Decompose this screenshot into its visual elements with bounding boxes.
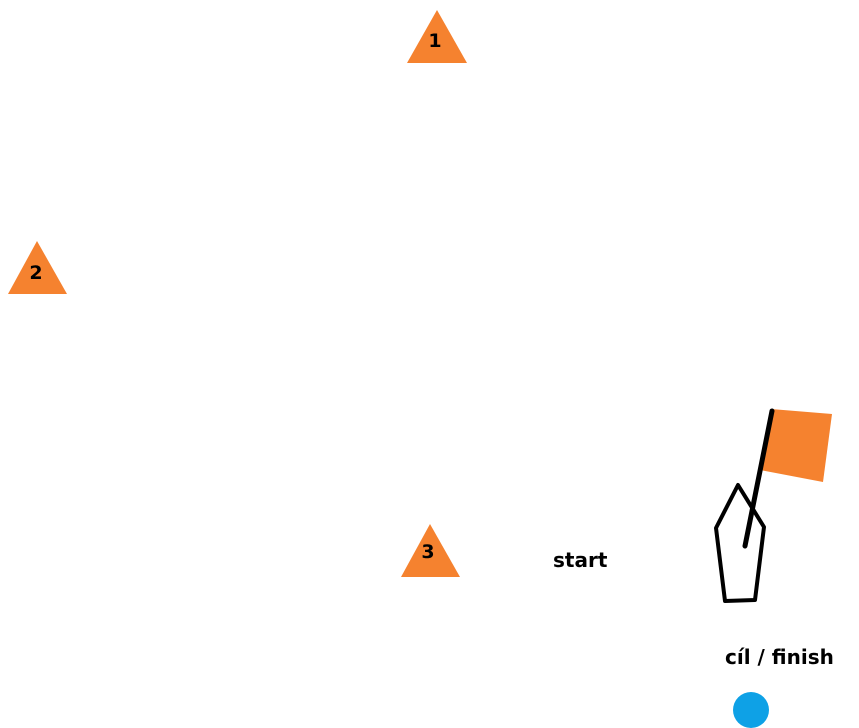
finish-circle-icon xyxy=(733,692,769,728)
boat-icon xyxy=(716,485,764,601)
mark-1: 1 xyxy=(407,10,467,63)
mark-3: 3 xyxy=(401,524,460,577)
start-label: start xyxy=(553,548,608,572)
mark-3-label: 3 xyxy=(421,541,434,563)
mark-2: 2 xyxy=(8,241,67,294)
mark-2-label: 2 xyxy=(29,262,42,284)
flag-pole xyxy=(745,411,772,546)
finish-label: cíl / finish xyxy=(725,645,834,669)
mark-1-label: 1 xyxy=(428,30,441,52)
